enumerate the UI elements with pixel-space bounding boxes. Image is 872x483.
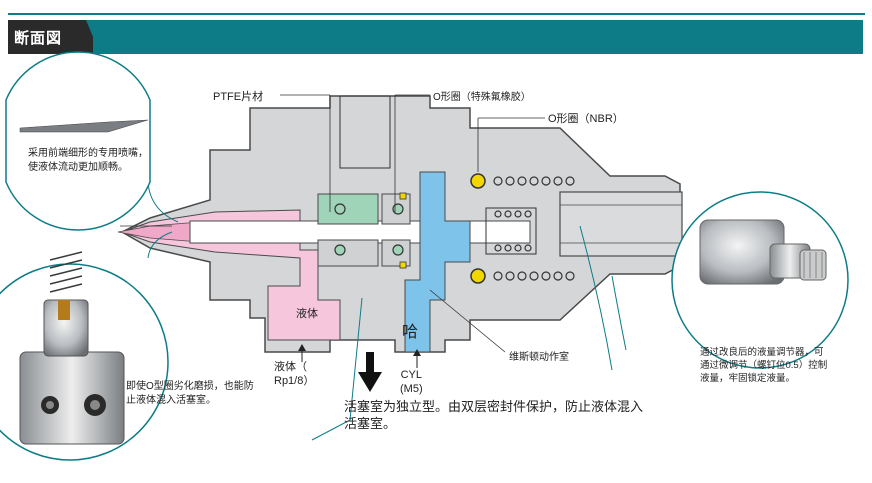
down-arrow-icon: [358, 372, 382, 392]
oring-special-label: O形圈（特殊氟橡胶）: [433, 92, 531, 103]
section-banner-tab: [8, 20, 93, 54]
cylinder-port-label: 哈: [402, 324, 419, 341]
air-chamber: [404, 171, 471, 353]
ptfe-label: PTFE片材: [213, 91, 264, 103]
seal-block: [317, 193, 379, 225]
nozzle-caption: 采用前端细形的专用喷嘴， 使液体流动更加顺畅。: [28, 148, 148, 173]
drive-chamber-label: 维斯顿动作室: [509, 352, 569, 363]
section-title: 断面図: [14, 30, 63, 47]
up-arrow-icon: [413, 349, 421, 356]
regulator-caption: 通过改良后的液量调节器，可 通过微调节（螺钉位0.5）控制 液量，牢固锁定液量。: [700, 347, 828, 384]
piston-chamber-caption: 活塞室为独立型。由双层密封件保护，防止液体混入 活塞室。: [344, 399, 644, 431]
nozzle-callout: [5, 51, 151, 231]
oring-photo-callout: [0, 251, 169, 461]
liquid-port-label: 液体（ Rp1/8）: [274, 361, 315, 387]
oring-nbr-label: O形圈（NBR）: [548, 113, 624, 125]
adjuster-stem: [559, 191, 683, 257]
up-arrow-icon: [298, 344, 306, 351]
cyl-port-label: CYL (M5): [400, 369, 423, 395]
oring-wear-caption: 即使O型圈劣化磨损，也能防 止液体混入活塞室。: [126, 381, 254, 406]
section-banner: [8, 20, 863, 54]
liquid-chamber-label: 液体: [296, 308, 318, 320]
regulator-photo-callout: [671, 191, 849, 369]
top-rule: [8, 13, 865, 15]
